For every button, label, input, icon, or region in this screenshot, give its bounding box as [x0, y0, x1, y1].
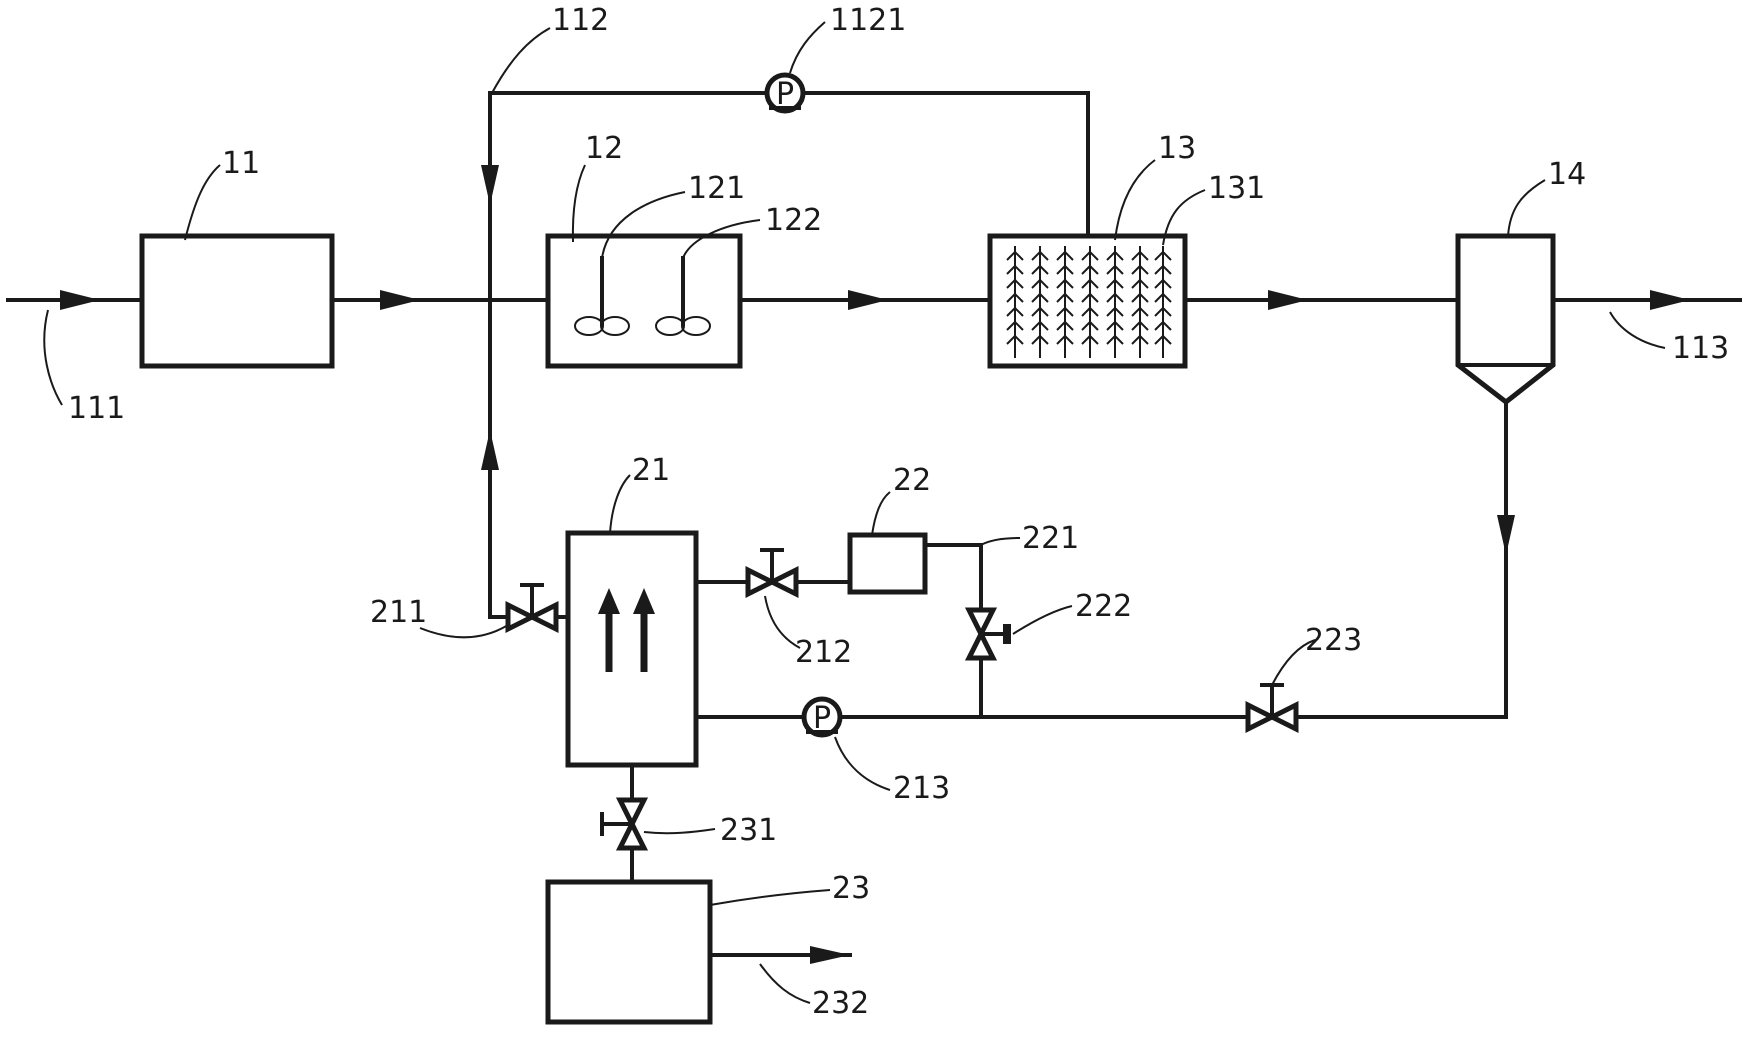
valve-222-icon: [964, 607, 1011, 661]
pump-1121-icon: P: [764, 72, 806, 114]
unit-21-column: [565, 530, 699, 768]
label-11: 11: [222, 146, 260, 181]
label-111: 111: [68, 391, 125, 426]
label-13: 13: [1158, 131, 1196, 166]
label-222: 222: [1075, 589, 1132, 624]
label-23: 23: [832, 871, 870, 906]
reference-labels: 111 11 112 1121 12 121 122 13 131 14 113…: [68, 3, 1729, 1021]
label-232: 232: [812, 986, 869, 1021]
label-213: 213: [893, 771, 950, 806]
label-212: 212: [795, 635, 852, 670]
label-121: 121: [688, 171, 745, 206]
unit-13-plant-bed: [987, 233, 1188, 369]
pump-213-icon: P: [801, 696, 843, 738]
valve-212-icon: [745, 548, 799, 599]
main-flow-arrows: [60, 290, 1690, 310]
label-131: 131: [1208, 171, 1265, 206]
valve-223-icon: [1245, 683, 1299, 734]
valve-211-icon: [505, 583, 559, 634]
leader-lines: [43, 21, 1666, 1004]
unit-12-mixing-tank: [545, 233, 743, 369]
unit-11-box: [139, 233, 335, 369]
svg-text:P: P: [813, 701, 831, 736]
label-231: 231: [720, 813, 777, 848]
agitator-122-icon: [655, 256, 711, 336]
outlet-232-line: [708, 946, 852, 964]
upflow-arrows-icon: [598, 588, 655, 672]
label-112: 112: [552, 3, 609, 38]
label-22: 22: [893, 463, 931, 498]
svg-text:P: P: [776, 77, 794, 112]
label-14: 14: [1548, 157, 1586, 192]
label-113: 113: [1672, 331, 1729, 366]
label-211: 211: [370, 595, 427, 630]
label-223: 223: [1305, 623, 1362, 658]
line-221: [923, 543, 983, 719]
unit-23-box: [545, 879, 713, 1025]
unit-22-box: [847, 532, 928, 595]
label-221: 221: [1022, 521, 1079, 556]
label-12: 12: [585, 131, 623, 166]
sludge-return-line: [694, 400, 1515, 719]
label-21: 21: [632, 453, 670, 488]
agitator-121-icon: [574, 256, 630, 336]
unit-14-settler: [1455, 233, 1556, 406]
valve-231-icon: [600, 797, 649, 851]
label-1121: 1121: [830, 3, 906, 38]
label-122: 122: [765, 203, 822, 238]
